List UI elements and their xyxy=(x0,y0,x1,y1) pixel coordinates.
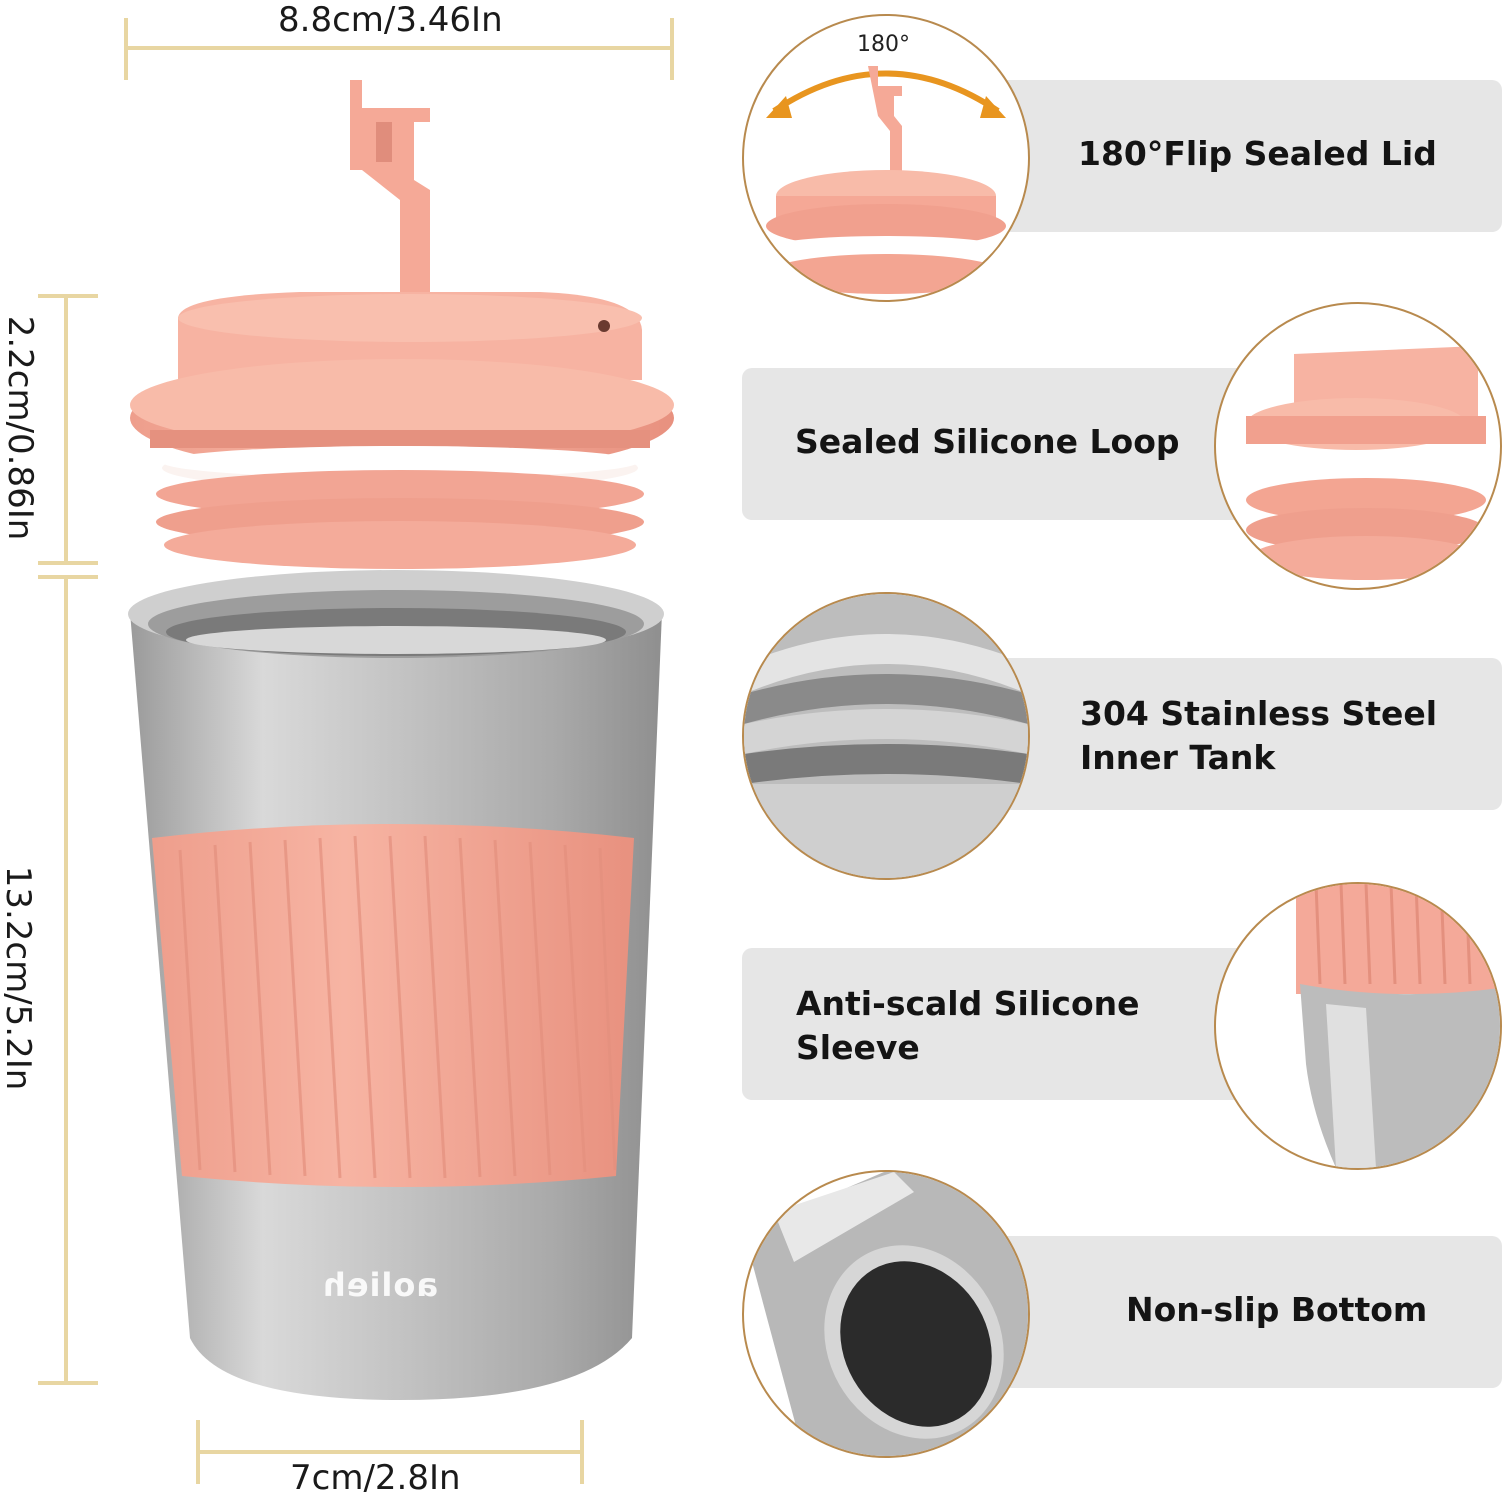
body-height-label: 13.2cm/5.2In xyxy=(0,865,38,1091)
feature-label-flip-lid: 180°Flip Sealed Lid xyxy=(1078,134,1437,173)
feature-label-inner-tank: 304 Stainless Steel Inner Tank xyxy=(1080,694,1438,777)
brand-logo: aolieh xyxy=(322,1266,438,1304)
feature-label-silicone-loop: Sealed Silicone Loop xyxy=(795,422,1180,461)
detail-circle-sleeve xyxy=(1214,882,1502,1170)
lid-height-label: 2.2cm/0.86In xyxy=(0,315,40,541)
bottom-width-label: 7cm/2.8In xyxy=(290,1458,461,1498)
feature-label-sleeve: Anti-scald Silicone Sleeve xyxy=(796,984,1140,1067)
detail-circle-inner-tank xyxy=(742,592,1030,880)
feature-label-bottom: Non-slip Bottom xyxy=(1126,1290,1428,1329)
rotation-degree-badge: 180° xyxy=(857,32,910,57)
silicone-sleeve xyxy=(152,824,634,1187)
lid xyxy=(130,292,674,569)
detail-circle-silicone-loop xyxy=(1214,302,1502,590)
top-width-label: 8.8cm/3.46In xyxy=(278,0,503,40)
lid-flip-tab xyxy=(350,80,430,360)
detail-circle-flip-lid xyxy=(742,14,1030,302)
cup-illustration xyxy=(128,80,674,1400)
detail-circle-bottom xyxy=(742,1170,1030,1458)
